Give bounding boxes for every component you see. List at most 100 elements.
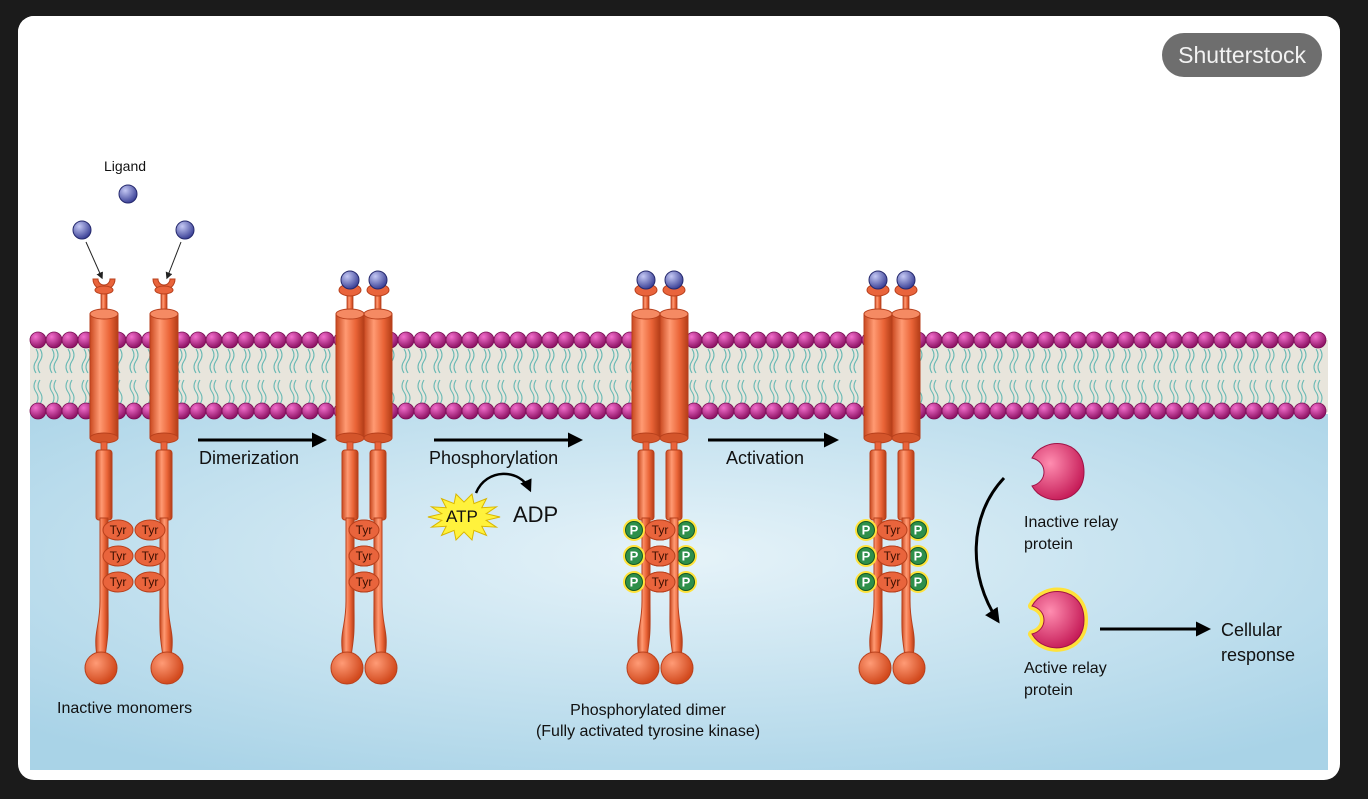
lipid-tail (1297, 348, 1307, 374)
tyrosine-label: Tyr (356, 549, 373, 563)
lipid-head (845, 331, 863, 349)
tail-terminal (330, 651, 364, 685)
lipid-head (1069, 331, 1087, 349)
lipid-tail (225, 348, 235, 374)
lipid-tail (849, 379, 859, 405)
lipid-tail (817, 379, 827, 405)
tyrosine-label: Tyr (356, 523, 373, 537)
tyrosine-label: Tyr (652, 575, 669, 589)
lipid-tail (849, 348, 859, 374)
helix-top (363, 308, 393, 320)
binding-site-base (94, 285, 114, 295)
lipid-head (253, 402, 271, 420)
phosphate-label: P (862, 523, 871, 538)
lipid-tail (961, 379, 971, 405)
lipid-head (221, 331, 239, 349)
transmembrane-helix (659, 313, 689, 439)
lipid-head (445, 331, 463, 349)
lipid-tail (1121, 379, 1131, 405)
lipid-head (957, 331, 975, 349)
lipid-tail (417, 379, 427, 405)
atp-label: ATP (446, 507, 478, 526)
lipid-head (477, 331, 495, 349)
lipid-head (221, 402, 239, 420)
lipid-tail (1057, 379, 1067, 405)
tyrosine-label: Tyr (884, 549, 901, 563)
lipid-head (845, 402, 863, 420)
lipid-tail (801, 348, 811, 374)
lipid-head (509, 402, 527, 420)
lipid-head (1005, 402, 1023, 420)
lipid-tail (977, 379, 987, 405)
lipid-tail (1137, 379, 1147, 405)
lipid-head (125, 402, 143, 420)
lipid-head (445, 402, 463, 420)
lipid-head (829, 331, 847, 349)
lipid-head (285, 331, 303, 349)
lipid-head (701, 331, 719, 349)
lipid-tail (1009, 348, 1019, 374)
lipid-head (1245, 402, 1263, 420)
cellular-response-label: Cellular (1221, 620, 1283, 640)
lipid-head (941, 331, 959, 349)
bound-ligand (868, 270, 888, 290)
lipid-tail (1265, 348, 1275, 374)
lipid-head (525, 331, 543, 349)
bound-ligand (896, 270, 916, 290)
free-ligand (72, 220, 92, 240)
lipid-head (429, 331, 447, 349)
lipid-tail (433, 379, 443, 405)
lipid-head (1165, 402, 1183, 420)
binding-arrow (85, 241, 103, 280)
lipid-tail (769, 379, 779, 405)
tyrosine-label: Tyr (652, 549, 669, 563)
lipid-head (717, 331, 735, 349)
lipid-tail (33, 379, 43, 405)
lipid-tail (1185, 379, 1195, 405)
lipid-tail (929, 348, 939, 374)
tyrosine-label: Tyr (884, 523, 901, 537)
phosphate-group (625, 573, 643, 591)
tyrosine-residue (134, 545, 166, 567)
lipid-tail (721, 379, 731, 405)
lipid-tail (1105, 348, 1115, 374)
lipid-tail (609, 379, 619, 405)
lipid-head (749, 402, 767, 420)
phosphate-label: P (862, 575, 871, 590)
lipid-head (1197, 402, 1215, 420)
lipid-head (1213, 402, 1231, 420)
phosphate-label: P (914, 549, 923, 564)
phosphate-group (857, 573, 875, 591)
lipid-tail (689, 379, 699, 405)
lipid-head (301, 331, 319, 349)
lipid-head (189, 331, 207, 349)
lipid-tail (305, 379, 315, 405)
lipid-tail (273, 379, 283, 405)
lipid-head (205, 402, 223, 420)
lipid-head (733, 402, 751, 420)
lipid-tail (481, 379, 491, 405)
dimerization-label: Dimerization (199, 448, 300, 468)
relay-activation-arrow (974, 476, 1006, 624)
helix-bottom (335, 432, 365, 444)
lipid-head (461, 402, 479, 420)
phosphate-label: P (914, 575, 923, 590)
inactive-monomers-label: Inactive monomers (57, 700, 193, 717)
lipid-head (525, 402, 543, 420)
active-relay-label: Active relay (1024, 660, 1107, 677)
lipid-tail (529, 379, 539, 405)
helix-top (659, 308, 689, 320)
lipid-tail (209, 379, 219, 405)
tyrosine-residue (102, 571, 134, 593)
lipid-tail (705, 379, 715, 405)
cellular-response-label-2: response (1221, 645, 1296, 665)
lipid-tail (561, 379, 571, 405)
lipid-head (1181, 402, 1199, 420)
kinase-domain (369, 449, 387, 521)
free-ligand (118, 184, 138, 204)
lipid-head (957, 402, 975, 420)
lipid-tail (513, 379, 523, 405)
helix-bottom (631, 432, 661, 444)
lipid-head (941, 402, 959, 420)
lipid-head (269, 402, 287, 420)
